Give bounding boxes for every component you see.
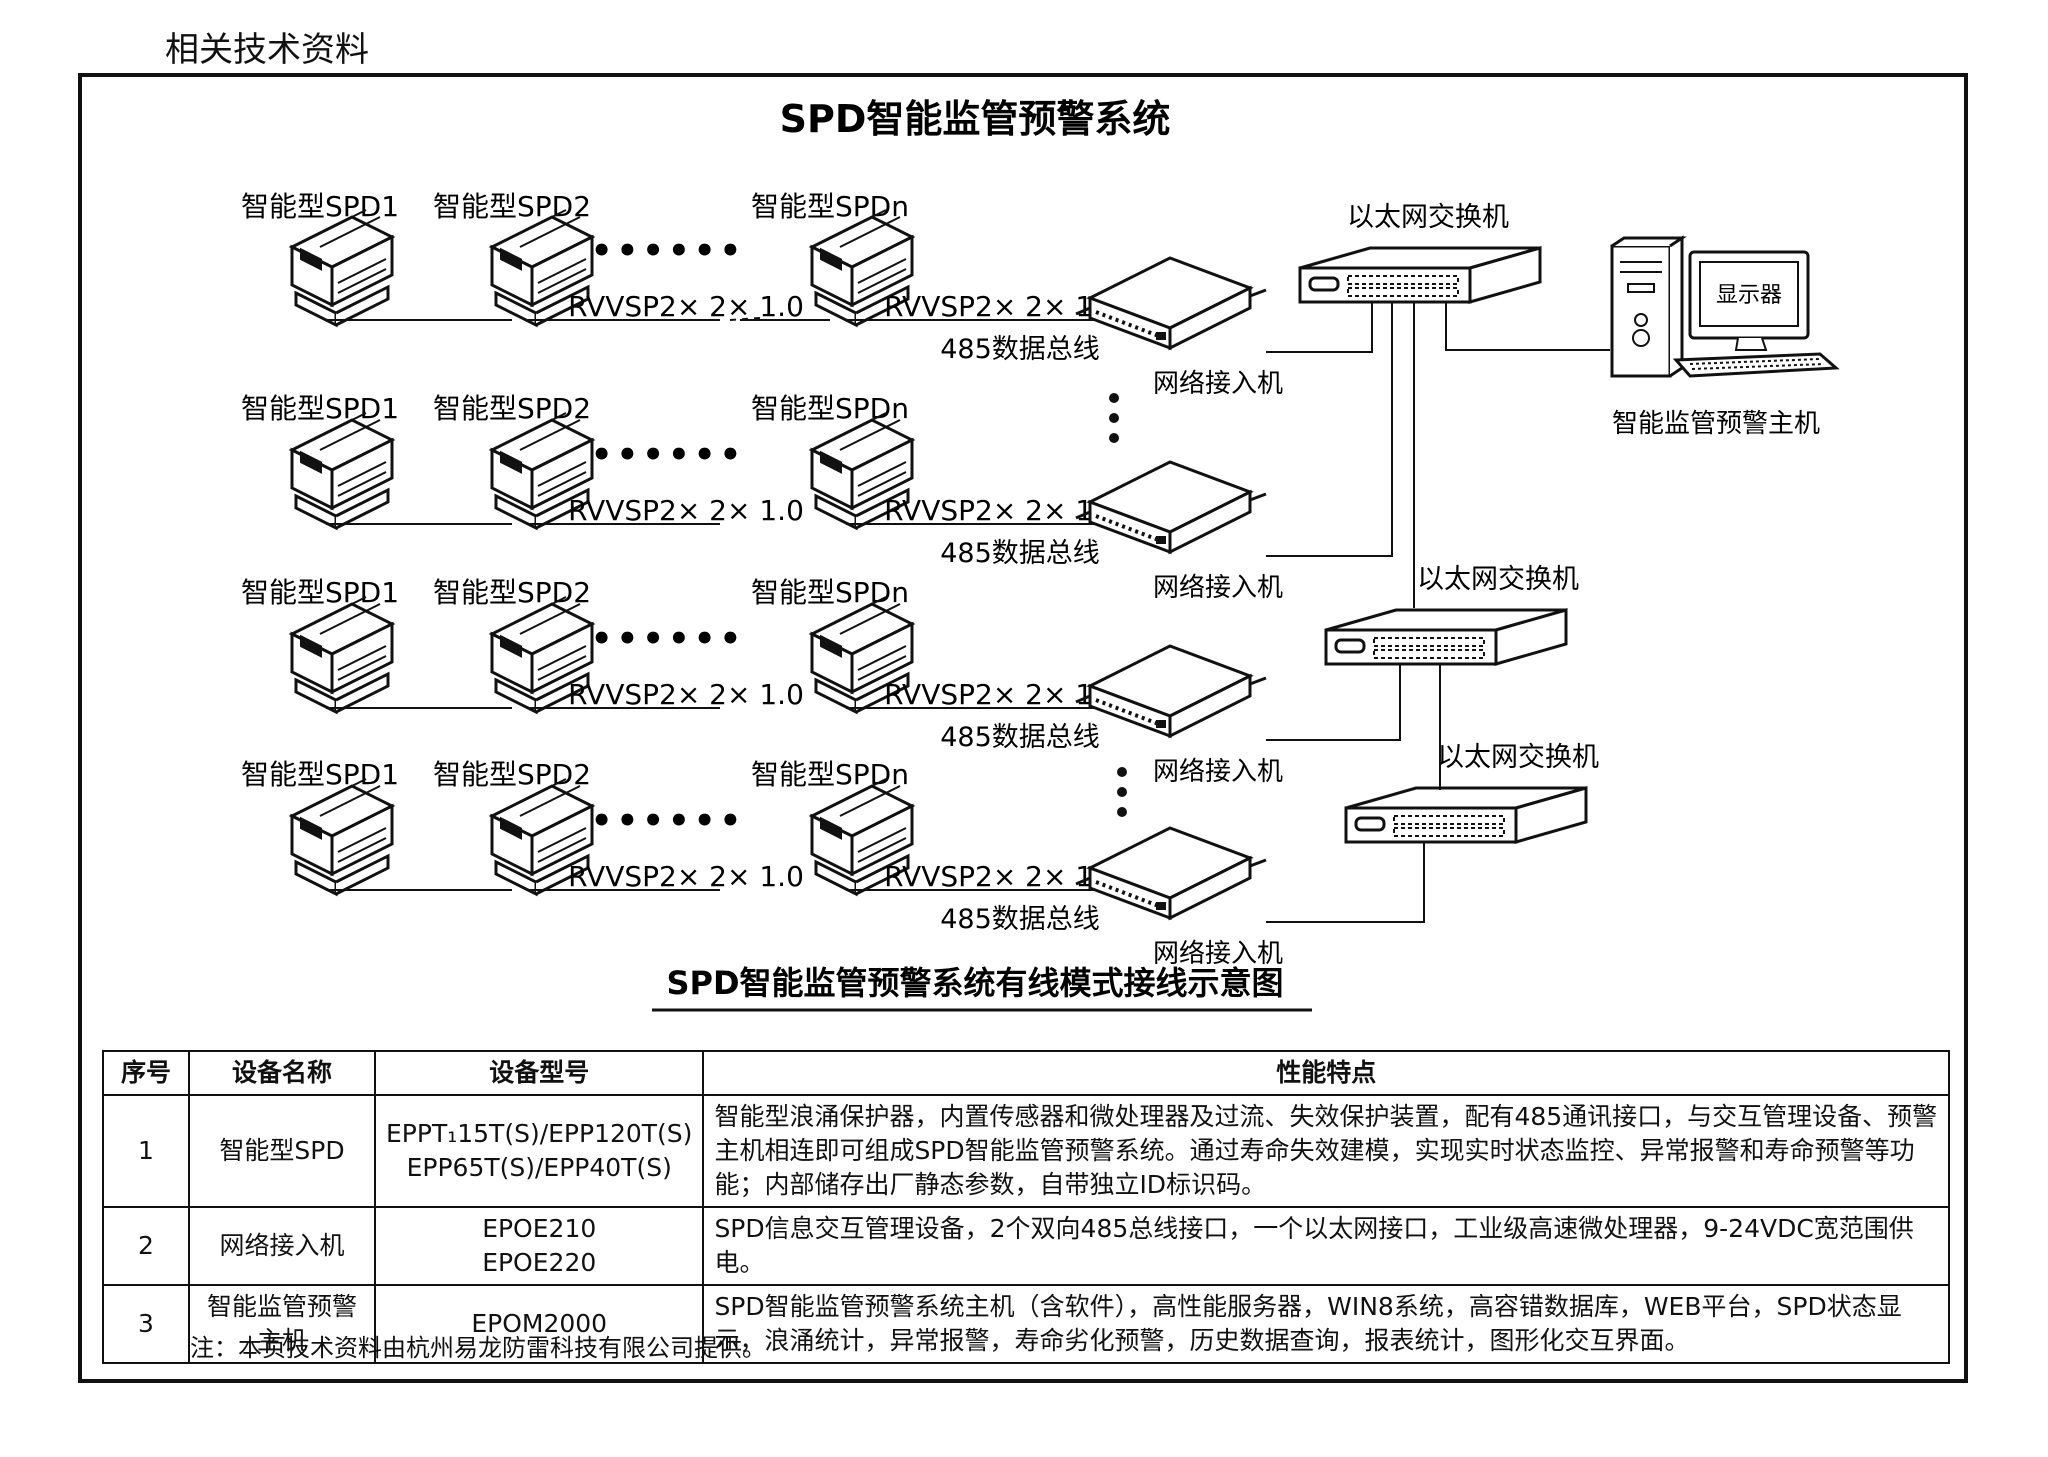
col-header-name: 设备名称 bbox=[188, 1050, 376, 1096]
footnote: 注：本页技术资料由杭州易龙防雷科技有限公司提供。 bbox=[190, 1334, 766, 1362]
row-model: EPOE210 EPOE220 bbox=[373, 1206, 705, 1286]
cable-label: RVVSP2× 2× 1.0 bbox=[884, 290, 1120, 323]
row-index: 3 bbox=[102, 1284, 190, 1364]
continuation-dots: •••••• bbox=[591, 435, 745, 475]
cable-label: RVVSP2× 2× 1.0 bbox=[884, 494, 1120, 527]
bus-label: 485数据总线 bbox=[940, 722, 1100, 753]
access-unit-label: 网络接入机 bbox=[1153, 369, 1283, 399]
monitor-label: 显示器 bbox=[1716, 283, 1782, 308]
row-features: 智能型浪涌保护器，内置传感器和微处理器及过流、失效保护装置，配有485通讯接口，… bbox=[702, 1094, 1950, 1208]
figure-caption: SPD智能监管预警系统有线模式接线示意图 bbox=[666, 964, 1283, 1002]
switch-label: 以太网交换机 bbox=[1347, 202, 1509, 233]
network-access-unit-icon bbox=[1074, 826, 1268, 920]
col-header-index: 序号 bbox=[102, 1050, 190, 1096]
spd-row-2: 智能型SPD1 智能型SPD2 智能型SPDn •••••• RVVSP2× 2… bbox=[241, 392, 1283, 603]
row-index: 1 bbox=[102, 1094, 190, 1208]
host-label: 智能监管预警主机 bbox=[1612, 409, 1820, 439]
spd-row-1: 智能型SPD1 智能型SPD2 智能型SPDn •••••• RVVSP2× 2… bbox=[241, 190, 1283, 399]
diagram-title: SPD智能监管预警系统 bbox=[780, 97, 1171, 141]
model-line: EPOE220 bbox=[482, 1248, 597, 1277]
row-name: 智能型SPD bbox=[188, 1094, 376, 1208]
keyboard-icon bbox=[1672, 352, 1840, 378]
table-row: 2 网络接入机 EPOE210 EPOE220 SPD信息交互管理设备，2个双向… bbox=[102, 1206, 1950, 1286]
spdn-label: 智能型SPDn bbox=[751, 392, 909, 425]
spd2-label: 智能型SPD2 bbox=[433, 576, 591, 609]
model-line: EPPT₁15T(S)/EPP120T(S) bbox=[386, 1119, 693, 1148]
bus-label: 485数据总线 bbox=[940, 904, 1100, 935]
model-line: EPP65T(S)/EPP40T(S) bbox=[406, 1153, 672, 1182]
row-model: EPPT₁15T(S)/EPP120T(S) EPP65T(S)/EPP40T(… bbox=[373, 1094, 705, 1208]
continuation-dots: •••••• bbox=[591, 801, 745, 841]
spd-device-icon bbox=[290, 595, 394, 714]
cable-label: RVVSP2× 2× 1.0 bbox=[568, 860, 804, 893]
ethernet-switch-icon bbox=[1298, 246, 1542, 304]
cable-label: RVVSP2× 2× 1.0 bbox=[884, 860, 1120, 893]
col-header-features: 性能特点 bbox=[702, 1050, 1950, 1096]
host-computer-icon bbox=[1610, 235, 1687, 378]
spd2-label: 智能型SPD2 bbox=[433, 392, 591, 425]
spd1-label: 智能型SPD1 bbox=[241, 190, 399, 223]
cable-label: RVVSP2× 2× 1.0 bbox=[568, 290, 804, 323]
row-index: 2 bbox=[102, 1206, 190, 1286]
spd-row-4: 智能型SPD1 智能型SPD2 智能型SPDn •••••• RVVSP2× 2… bbox=[241, 758, 1283, 969]
network-access-unit-icon bbox=[1074, 460, 1268, 554]
row-model: EPOM2000 bbox=[373, 1284, 705, 1364]
spec-table: 序号 设备名称 设备型号 性能特点 1 智能型SPD EPPT₁15T(S)/E… bbox=[102, 1050, 1950, 1364]
spd2-label: 智能型SPD2 bbox=[433, 190, 591, 223]
cable-label: RVVSP2× 2× 1.0 bbox=[884, 678, 1120, 711]
spd1-label: 智能型SPD1 bbox=[241, 392, 399, 425]
table-header-row: 序号 设备名称 设备型号 性能特点 bbox=[102, 1050, 1950, 1096]
cable-label: RVVSP2× 2× 1.0 bbox=[568, 494, 804, 527]
page-header: 相关技术资料 bbox=[165, 30, 369, 70]
continuation-dots: •••••• bbox=[591, 231, 745, 271]
table-row: 3 智能监管预警主机 EPOM2000 SPD智能监管预警系统主机（含软件），高… bbox=[102, 1284, 1950, 1364]
spdn-label: 智能型SPDn bbox=[751, 758, 909, 791]
table-row: 1 智能型SPD EPPT₁15T(S)/EPP120T(S) EPP65T(S… bbox=[102, 1094, 1950, 1208]
network-access-unit-icon bbox=[1074, 256, 1268, 350]
bus-label: 485数据总线 bbox=[940, 538, 1100, 569]
ethernet-switch-icon bbox=[1324, 608, 1568, 666]
access-unit-label: 网络接入机 bbox=[1153, 573, 1283, 603]
access-unit-label: 网络接入机 bbox=[1153, 939, 1283, 969]
spdn-label: 智能型SPDn bbox=[751, 190, 909, 223]
model-line: EPOM2000 bbox=[471, 1309, 608, 1338]
spdn-label: 智能型SPDn bbox=[751, 576, 909, 609]
spd2-label: 智能型SPD2 bbox=[433, 758, 591, 791]
cable-label: RVVSP2× 2× 1.0 bbox=[568, 678, 804, 711]
col-header-model: 设备型号 bbox=[373, 1050, 705, 1096]
bus-label: 485数据总线 bbox=[940, 334, 1100, 365]
row-features: SPD信息交互管理设备，2个双向485总线接口，一个以太网接口，工业级高速微处理… bbox=[702, 1206, 1950, 1286]
row-name: 智能监管预警主机 bbox=[188, 1284, 376, 1364]
spd1-label: 智能型SPD1 bbox=[241, 758, 399, 791]
spd-device-icon bbox=[290, 411, 394, 530]
row-name: 网络接入机 bbox=[188, 1206, 376, 1286]
network-access-unit-icon bbox=[1074, 644, 1268, 738]
spd-row-3: 智能型SPD1 智能型SPD2 智能型SPDn •••••• RVVSP2× 2… bbox=[241, 576, 1283, 787]
switch-label: 以太网交换机 bbox=[1437, 742, 1599, 773]
network-core: 以太网交换机 以太网交换机 以太网交换机 显示器 bbox=[1266, 202, 1840, 923]
switch-label: 以太网交换机 bbox=[1417, 564, 1579, 595]
continuation-dots: •••••• bbox=[591, 619, 745, 659]
monitor-icon: 显示器 bbox=[1688, 250, 1810, 351]
spd1-label: 智能型SPD1 bbox=[241, 576, 399, 609]
model-line: EPOE210 bbox=[482, 1214, 597, 1243]
spd-device-icon bbox=[290, 208, 394, 327]
row-features: SPD智能监管预警系统主机（含软件），高性能服务器，WIN8系统，高容错数据库，… bbox=[702, 1284, 1950, 1364]
access-unit-label: 网络接入机 bbox=[1153, 757, 1283, 787]
spd-device-icon bbox=[290, 777, 394, 896]
content-frame bbox=[78, 73, 1968, 1383]
ethernet-switch-icon bbox=[1344, 786, 1588, 844]
